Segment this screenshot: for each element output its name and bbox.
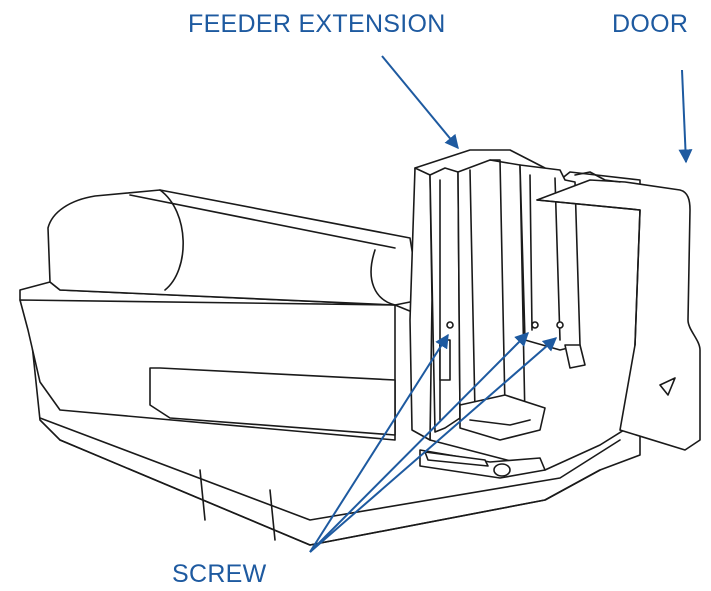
- screw-arrow-right: [309, 337, 558, 553]
- screw-label: SCREW: [172, 560, 267, 588]
- printer-body: [19, 149, 701, 546]
- screw-arrow-middle: [309, 332, 529, 553]
- feeder-extension-label: FEEDER EXTENSION: [188, 10, 446, 38]
- door-arrow: [678, 69, 693, 164]
- feeder-extension-arrow: [381, 55, 459, 150]
- screw-arrow-left: [309, 333, 449, 553]
- callout-arrows: [309, 55, 693, 553]
- door-label: DOOR: [612, 10, 689, 38]
